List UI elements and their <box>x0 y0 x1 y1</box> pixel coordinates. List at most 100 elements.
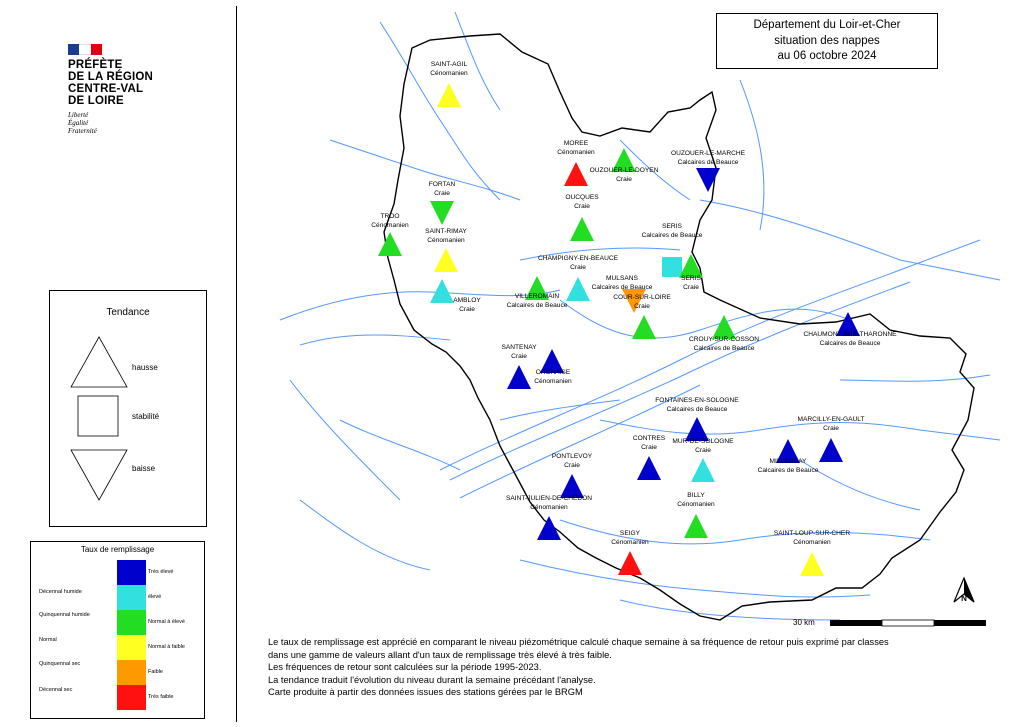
station-marker <box>691 458 715 482</box>
title-line: au 06 octobre 2024 <box>777 50 877 62</box>
station-name: ORCHAISE <box>536 369 571 376</box>
station-aquifer: Calcaires de Beauce <box>694 345 755 352</box>
station-contres: CONTRES Craie <box>633 435 666 480</box>
prefecture-name: PRÉFÈTE DE LA RÉGION CENTRE-VAL DE LOIRE <box>68 59 178 107</box>
station-name: BILLY <box>687 492 705 499</box>
station-marker <box>430 201 454 225</box>
station-aquifer: Cénomanien <box>557 149 595 156</box>
north-arrow-icon: N <box>953 576 975 603</box>
motto-line: Liberté <box>68 111 89 119</box>
station-name: CHAMPIGNY-EN-BEAUCE <box>538 255 619 262</box>
station-marker <box>800 552 824 576</box>
station-aquifer: Cénomanien <box>793 539 831 546</box>
taux-class-label: Normal à faible <box>148 644 185 650</box>
station-aquifer: Calcaires de Beauce <box>678 159 739 166</box>
station-pontlevoy: PONTLEVOY Craie <box>552 453 593 498</box>
station-name: SAINT-RIMAY <box>425 228 467 235</box>
org-line: PRÉFÈTE <box>68 59 123 71</box>
note-line: Les fréquences de retour sont calculées … <box>268 662 542 672</box>
station-aquifer: Calcaires de Beauce <box>642 232 703 239</box>
station-marker <box>430 279 454 303</box>
station-marker <box>819 438 843 462</box>
station-marker <box>378 232 402 256</box>
station-aquifer: Craie <box>823 425 839 432</box>
taux-class-label: Faible <box>148 669 163 675</box>
taux-swatch <box>117 635 146 660</box>
station-name: MILLANCAY <box>770 458 807 465</box>
org-line: DE LA RÉGION <box>68 71 154 83</box>
station-marker <box>622 289 646 313</box>
taux-frequency-label: Décennal sec <box>39 687 73 693</box>
scale-label: 30 km <box>793 618 815 627</box>
station-marker <box>507 365 531 389</box>
taux-frequency-label: Quinquennal sec <box>39 661 81 667</box>
station-seris: SERIS Calcaires de Beauce <box>642 223 703 277</box>
station-name: OUCQUES <box>565 194 599 201</box>
taux-class-label: élevé <box>148 594 162 600</box>
taux-swatch <box>117 685 146 710</box>
station-marker <box>618 551 642 575</box>
station-name: SAINT-AGIL <box>431 61 468 68</box>
scale-bar <box>830 619 986 627</box>
station-marker <box>836 312 860 336</box>
station-marker <box>637 456 661 480</box>
station-marker <box>632 315 656 339</box>
station-aquifer: Craie <box>634 303 650 310</box>
station-orchaise: ORCHAISE Cénomanien <box>534 349 572 385</box>
station-name: CONTRES <box>633 435 666 442</box>
station-aquifer: Craie <box>683 284 699 291</box>
north-label: N <box>961 594 967 603</box>
station-name: SEIGY <box>620 530 641 537</box>
station-marker <box>679 254 703 278</box>
title-line: Département du Loir-et-Cher <box>753 19 901 31</box>
motto: Liberté Égalité Fraternité <box>68 111 178 135</box>
taux-frequency-label: Quinquennal humide <box>39 612 90 618</box>
taux-class-label: Normal à élevé <box>148 619 185 625</box>
station-marker <box>776 439 800 463</box>
station-name: FORTAN <box>429 181 456 188</box>
station-marker <box>712 315 736 339</box>
stabilite-label: stabilité <box>132 412 160 421</box>
station-aquifer: Craie <box>570 264 586 271</box>
station-name: SERIS <box>662 223 682 230</box>
station-marker <box>525 276 549 300</box>
hausse-triangle-icon <box>70 336 128 388</box>
motto-line: Égalité <box>68 119 89 127</box>
french-flag-icon <box>68 44 102 55</box>
taux-frequency-label: Décennal humide <box>39 589 82 595</box>
taux-swatch <box>117 660 146 685</box>
station-aquifer: Craie <box>695 447 711 454</box>
station-aquifer: Cénomanien <box>534 378 572 385</box>
taux-swatch <box>117 585 146 610</box>
station-aquifer: Cénomanien <box>371 222 409 229</box>
taux-frequency-label: Normal <box>39 637 57 643</box>
station-marker <box>570 217 594 241</box>
tendance-legend: Tendance hausse stabilité baisse <box>49 290 207 527</box>
stations: SAINT-AGILCénomanienMOREECénomanienOUZOU… <box>371 61 897 576</box>
taux-class-label: Très élevé <box>148 569 174 575</box>
station-aquifer: Cénomanien <box>430 70 468 77</box>
station-name: PONTLEVOY <box>552 453 593 460</box>
station-aquifer: Craie <box>641 444 657 451</box>
station-name: SAINT-LOUP-SUR-CHER <box>774 530 850 537</box>
station-marker <box>560 474 584 498</box>
note-line: Carte produite à partir des données issu… <box>268 687 583 697</box>
station-aquifer: Craie <box>564 462 580 469</box>
panel-divider <box>236 6 237 722</box>
station-marker <box>434 248 458 272</box>
station-aquifer: Calcaires de Beauce <box>592 284 653 291</box>
